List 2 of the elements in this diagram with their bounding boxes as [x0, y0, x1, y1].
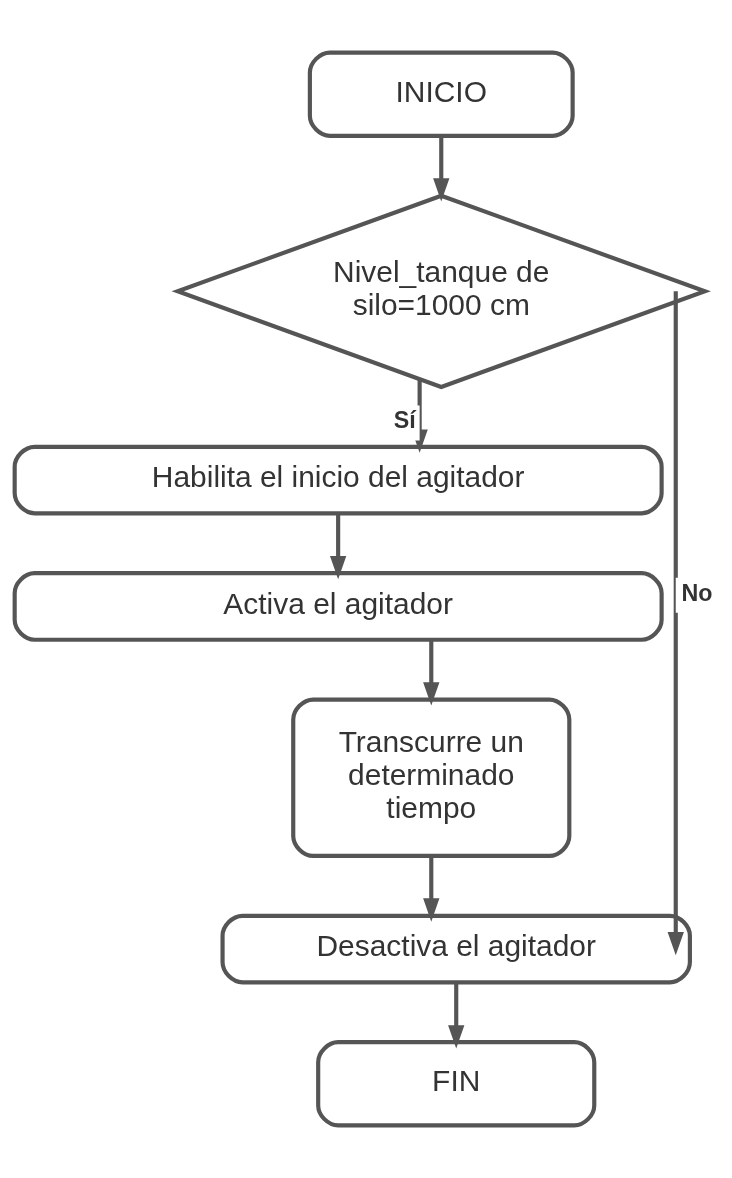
- edge-label: Sí: [393, 407, 416, 434]
- edge-label: No: [681, 579, 713, 606]
